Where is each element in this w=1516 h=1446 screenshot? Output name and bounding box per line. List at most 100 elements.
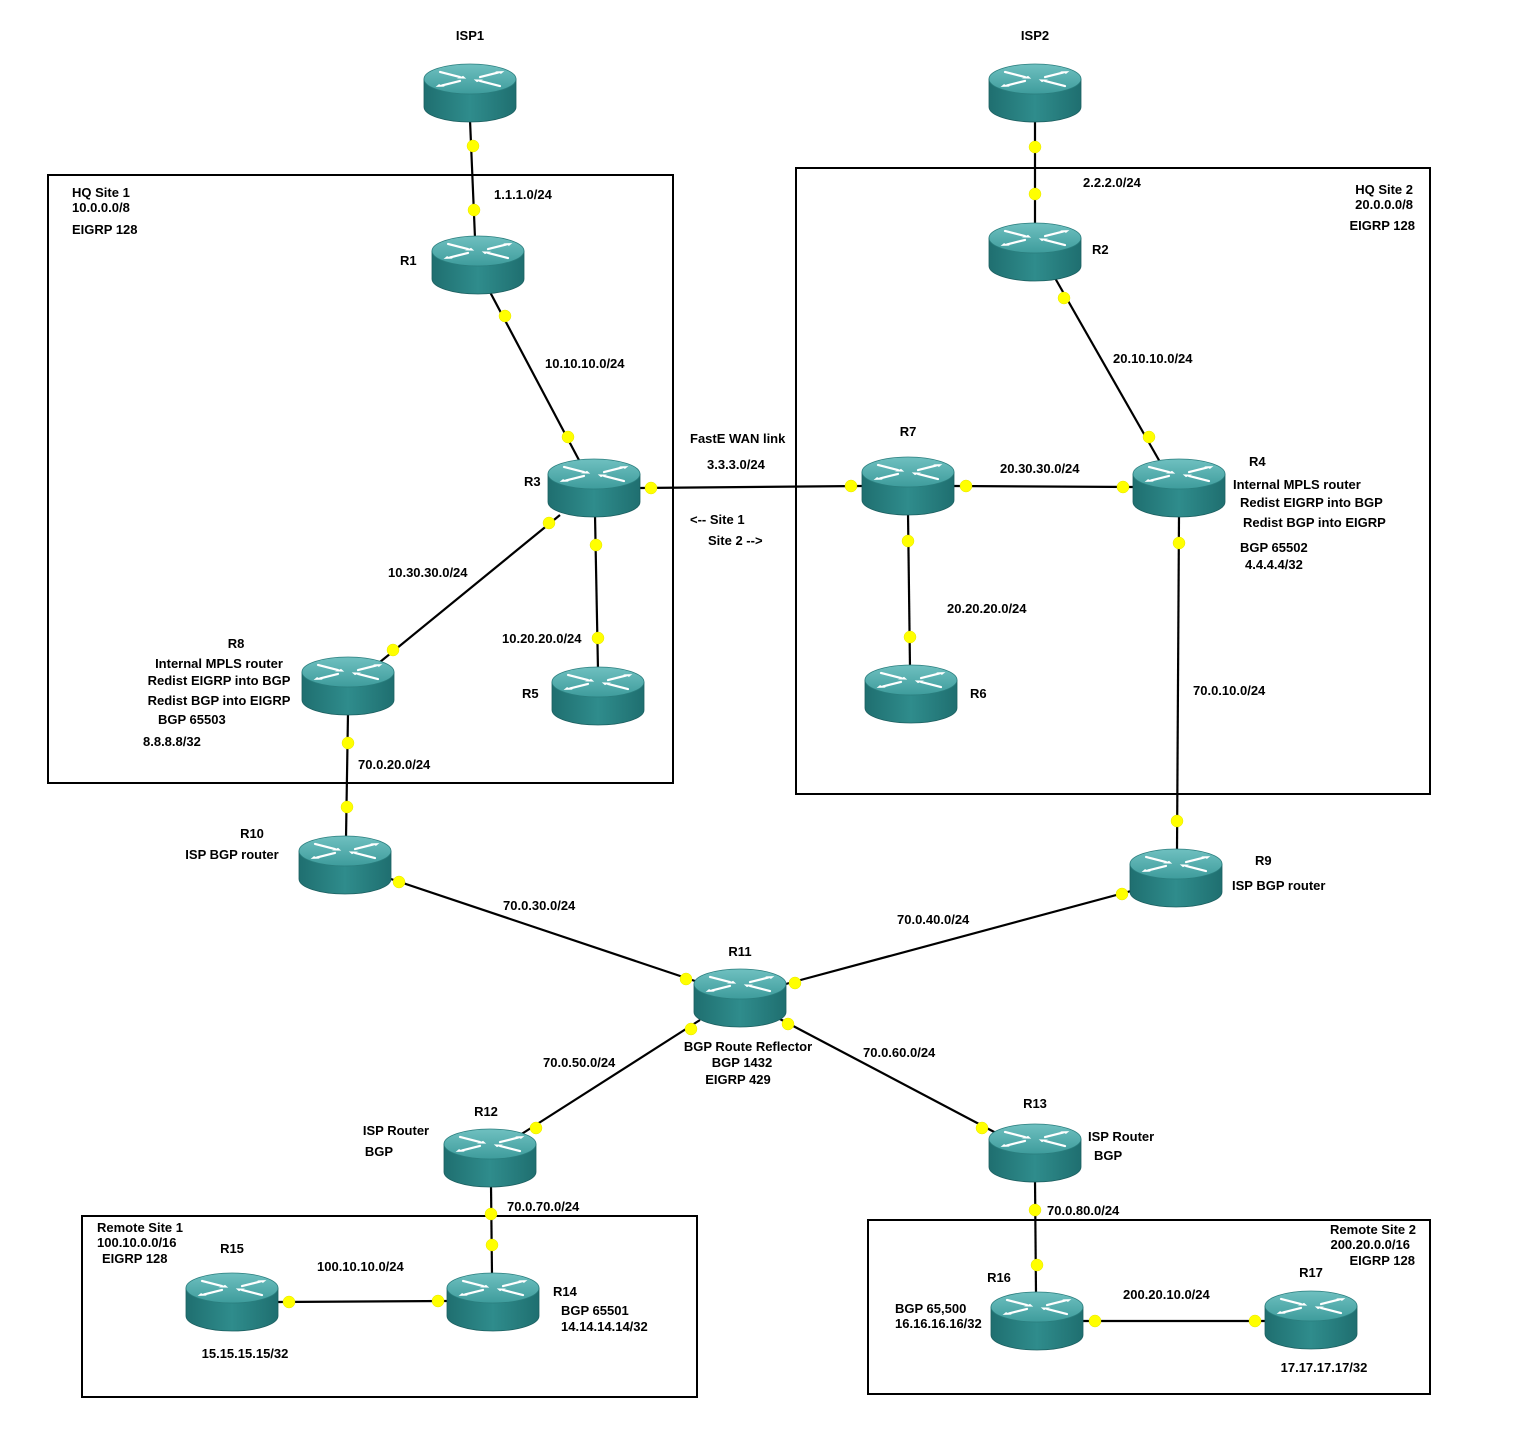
r8-note-3: Redist BGP into EIGRP: [148, 693, 291, 708]
link-r2-r4: [1054, 277, 1161, 463]
router-r15-icon[interactable]: [185, 1272, 279, 1332]
port-r13-r16-a: [1028, 1203, 1042, 1217]
port-r3-r5-b: [591, 631, 605, 645]
link-label-r3-r7: 3.3.3.0/24: [707, 457, 766, 472]
port-r2-r4-b: [1142, 430, 1156, 444]
link-r3-r5: [593, 514, 600, 671]
remote-site-1-box: [81, 1215, 698, 1398]
router-r11-icon[interactable]: [693, 968, 787, 1028]
port-isp1-r1-a: [466, 139, 480, 153]
r11-note-3: EIGRP 429: [705, 1072, 771, 1087]
wan-annotation: FastE WAN link <-- Site 1 Site 2 -->: [690, 431, 786, 548]
router-r6-icon[interactable]: [864, 664, 958, 724]
port-r7-r4-b: [1116, 480, 1130, 494]
port-r7-r4-a: [959, 479, 973, 493]
router-r5-icon[interactable]: [551, 666, 645, 726]
port-r11-r12-a: [684, 1022, 698, 1036]
router-r12-icon[interactable]: [443, 1128, 537, 1188]
site-labels: HQ Site 1 10.0.0.0/8 EIGRP 128 HQ Site 2…: [72, 182, 1416, 1268]
router-r1-icon[interactable]: [431, 235, 525, 295]
port-r15-r14-b: [431, 1294, 445, 1308]
r4-note-5: 4.4.4.4/32: [1245, 557, 1303, 572]
link-r12-r14: [489, 1184, 494, 1276]
router-r14-icon[interactable]: [446, 1272, 540, 1332]
r17-note-1: 17.17.17.17/32: [1281, 1360, 1368, 1375]
port-r16-r17-a: [1088, 1314, 1102, 1328]
router-name-r4: R4: [1249, 454, 1266, 469]
link-label-r10-r11: 70.0.30.0/24: [503, 898, 576, 913]
port-r10-r11-a: [392, 875, 406, 889]
port-r11-r13-b: [975, 1121, 989, 1135]
router-r8-icon[interactable]: [301, 656, 395, 716]
router-name-r11: R11: [728, 944, 751, 959]
port-r3-r8-b: [386, 643, 400, 657]
r12-note-2: BGP: [365, 1144, 394, 1159]
link-label-r9-r11: 70.0.40.0/24: [897, 912, 970, 927]
link-label-r15-r14: 100.10.10.0/24: [317, 1259, 405, 1274]
port-r3-r5-a: [589, 538, 603, 552]
port-r10-r11-b: [679, 972, 693, 986]
link-labels: 1.1.1.0/24 2.2.2.0/24 10.10.10.0/24 20.1…: [317, 175, 1266, 1302]
router-r10-icon[interactable]: [298, 835, 392, 895]
router-r13-icon[interactable]: [988, 1123, 1082, 1183]
r4-note-1: Internal MPLS router: [1233, 477, 1361, 492]
router-names: ISP1 ISP2 R1 R2 R3 R4 R5 R6 R7 R8 R9 R10…: [220, 28, 1323, 1299]
hq-site-2-box: [795, 167, 1431, 795]
hq-site-1-subnet: 10.0.0.0/8: [72, 200, 130, 215]
port-r4-r9-b: [1170, 814, 1184, 828]
hq-site-1-name: HQ Site 1: [72, 185, 130, 200]
router-name-r17: R17: [1299, 1265, 1323, 1280]
router-r3-icon[interactable]: [547, 458, 641, 518]
port-r12-r14-b: [485, 1238, 499, 1252]
wan-link-title: FastE WAN link: [690, 431, 786, 446]
link-r4-r9: [1175, 514, 1181, 852]
router-name-isp2: ISP2: [1021, 28, 1049, 43]
router-r16-icon[interactable]: [990, 1291, 1084, 1351]
link-isp1-r1: [468, 119, 477, 239]
site-boxes: [47, 167, 1431, 1398]
router-isp1-icon[interactable]: [423, 63, 517, 123]
r16-note-2: 16.16.16.16/32: [895, 1316, 982, 1331]
link-r3-r8: [379, 514, 561, 663]
port-r12-r14-a: [484, 1207, 498, 1221]
link-label-r1-r3: 10.10.10.0/24: [545, 356, 625, 371]
hq-site-1-box: [47, 174, 674, 784]
router-name-r1: R1: [400, 253, 417, 268]
router-r4-icon[interactable]: [1132, 458, 1226, 518]
port-r1-r3-b: [561, 430, 575, 444]
port-r3-r7-b: [844, 479, 858, 493]
r13-note-1: ISP Router: [1088, 1129, 1154, 1144]
r4-note-2: Redist EIGRP into BGP: [1240, 495, 1383, 510]
link-r13-r16: [1033, 1179, 1038, 1295]
router-r7-icon[interactable]: [861, 456, 955, 516]
link-label-r12-r14: 70.0.70.0/24: [507, 1199, 580, 1214]
r4-note-4: BGP 65502: [1240, 540, 1308, 555]
router-isp2-icon[interactable]: [988, 63, 1082, 123]
r8-note-1: Internal MPLS router: [155, 656, 283, 671]
r14-note-2: 14.14.14.14/32: [561, 1319, 648, 1334]
router-name-r13: R13: [1023, 1096, 1047, 1111]
port-r9-r11-b: [788, 976, 802, 990]
remote-site-2-eigrp: EIGRP 128: [1349, 1253, 1415, 1268]
router-r17-icon[interactable]: [1264, 1290, 1358, 1350]
remote-site-1-subnet: 100.10.0.0/16: [97, 1235, 177, 1250]
hq-site-2-eigrp: EIGRP 128: [1349, 218, 1415, 233]
link-r9-r11: [781, 888, 1136, 987]
r9-note-1: ISP BGP router: [1232, 878, 1325, 893]
r8-note-5: 8.8.8.8/32: [143, 734, 201, 749]
link-r8-r10: [344, 712, 350, 839]
router-name-r16: R16: [987, 1270, 1011, 1285]
router-name-r15: R15: [220, 1241, 244, 1256]
port-r7-r6-a: [901, 534, 915, 548]
wan-site1-arrow: <-- Site 1: [690, 512, 745, 527]
router-r9-icon[interactable]: [1129, 848, 1223, 908]
link-label-r11-r12: 70.0.50.0/24: [543, 1055, 616, 1070]
router-name-r7: R7: [900, 424, 917, 439]
router-r2-icon[interactable]: [988, 222, 1082, 282]
router-name-r8: R8: [228, 636, 245, 651]
r8-note-2: Redist EIGRP into BGP: [148, 673, 291, 688]
hq-site-2-name: HQ Site 2: [1355, 182, 1413, 197]
router-name-r14: R14: [553, 1284, 578, 1299]
remote-site-1-eigrp: EIGRP 128: [102, 1251, 168, 1266]
